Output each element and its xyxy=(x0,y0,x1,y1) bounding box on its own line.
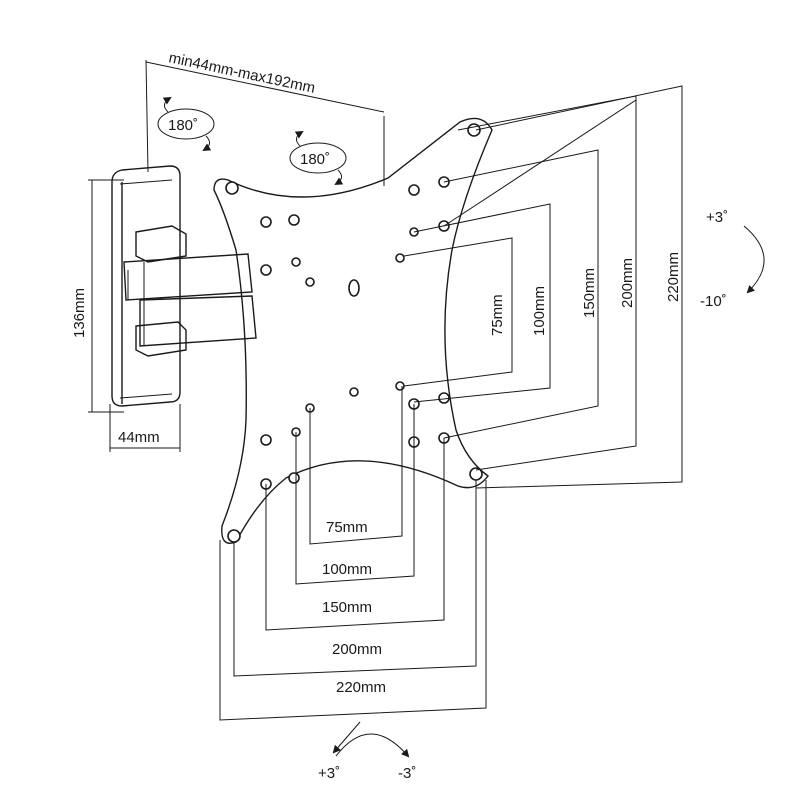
wall-bracket xyxy=(111,165,181,407)
arm-bracket xyxy=(123,225,257,357)
vesa-horizontal-dimensions: 75mm 100mm 150mm 200mm 220mm xyxy=(219,386,487,721)
width-label: 44mm xyxy=(118,429,160,446)
vesa-v-150: 150mm xyxy=(581,268,598,318)
swivel-wall-badge: 180˚ xyxy=(157,96,215,152)
vesa-h-150: 150mm xyxy=(322,599,372,616)
vesa-v-200: 200mm xyxy=(619,258,636,308)
rotate-left-label: +3˚ xyxy=(318,765,340,782)
depth-range-label: min44mm-max192mm xyxy=(167,49,316,97)
vesa-plate xyxy=(213,117,493,544)
mounting-holes xyxy=(225,123,483,543)
vesa-v-220: 220mm xyxy=(665,252,682,302)
rotation-indicator: +3˚ -3˚ xyxy=(318,721,416,782)
swivel-arm-label: 180˚ xyxy=(300,151,330,168)
swivel-arm-badge: 180˚ xyxy=(289,130,347,186)
vesa-h-220: 220mm xyxy=(336,679,386,696)
vesa-h-100: 100mm xyxy=(322,561,372,578)
swivel-wall-label: 180˚ xyxy=(168,117,198,134)
vesa-vertical-dimensions: 75mm 100mm 150mm 200mm 220mm xyxy=(403,85,683,489)
height-label: 136mm xyxy=(71,288,88,338)
rotate-right-label: -3˚ xyxy=(398,765,416,782)
vesa-h-200: 200mm xyxy=(332,641,382,658)
vesa-v-75: 75mm xyxy=(489,294,506,336)
width-dimension: 44mm xyxy=(109,404,181,452)
height-dimension: 136mm xyxy=(71,179,124,413)
tilt-down-label: -10˚ xyxy=(700,293,727,310)
tilt-indicator: +3˚ -10˚ xyxy=(700,209,765,310)
vesa-h-75: 75mm xyxy=(326,519,368,536)
tilt-up-label: +3˚ xyxy=(706,209,728,226)
vesa-v-100: 100mm xyxy=(531,286,548,336)
